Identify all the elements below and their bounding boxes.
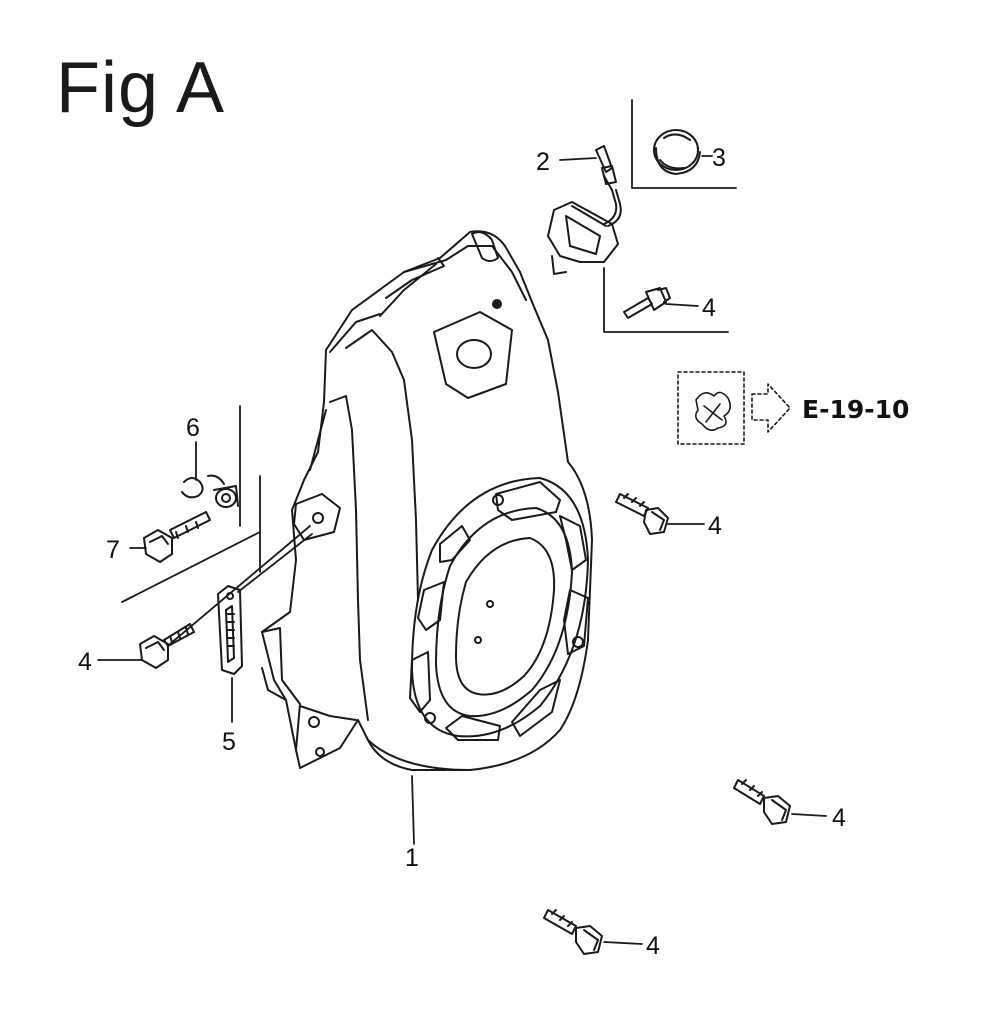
fan-ring — [409, 477, 589, 741]
callout-5: 5 — [222, 728, 236, 756]
guide-plate-5 — [217, 585, 243, 675]
reference-code: E-19-10 — [802, 395, 909, 424]
callout-6: 6 — [186, 414, 200, 442]
bolt-bottom — [543, 909, 603, 955]
bolt-upper — [623, 287, 671, 319]
callout-2: 2 — [536, 148, 550, 176]
callout-4-left: 4 — [78, 648, 92, 676]
stop-switch — [547, 145, 622, 275]
bolt-right — [615, 493, 669, 535]
callout-7: 7 — [106, 536, 120, 564]
bracket-lines — [121, 99, 737, 603]
leader-lines — [97, 155, 827, 945]
figure-title: Fig A — [56, 48, 226, 128]
cap — [653, 129, 701, 175]
callout-3: 3 — [712, 144, 726, 172]
washer-6 — [181, 474, 239, 508]
callout-4-upper: 4 — [702, 294, 716, 322]
callout-4-right: 4 — [708, 512, 722, 540]
callout-1: 1 — [405, 844, 419, 872]
fan-shroud — [261, 230, 593, 771]
bolt-lower-right — [733, 779, 791, 825]
callout-4-bottom: 4 — [646, 932, 660, 960]
callout-4-lower-right: 4 — [832, 804, 846, 832]
reference-box — [677, 371, 791, 445]
bolt-7 — [143, 511, 211, 563]
